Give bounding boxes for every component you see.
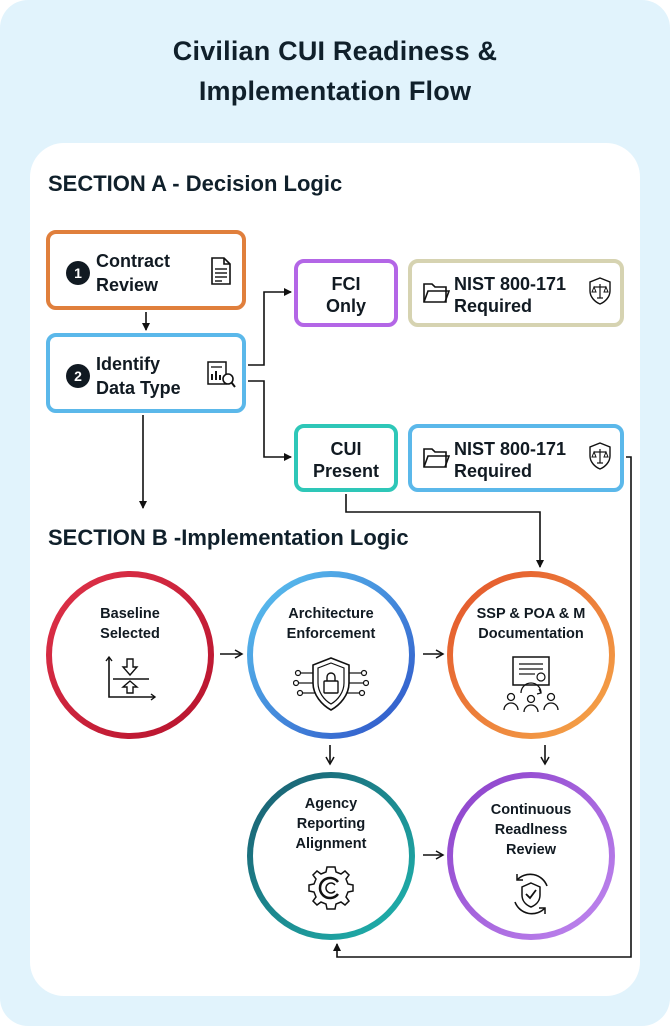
contract-review-label-1: Contract <box>96 251 171 271</box>
gear-c-icon <box>308 866 354 910</box>
cycle-shield-check-icon <box>514 873 548 915</box>
nist-top-label-1: NIST 800-171 <box>454 274 567 294</box>
ssp-label-1: SSP & POA & M <box>476 606 586 622</box>
continuous-readiness-review-node: Continuous Readlness Review <box>447 772 615 940</box>
shield-lock-circuit-icon <box>293 657 369 711</box>
arrow-identify-to-fci <box>248 288 292 366</box>
architecture-label-2: Enforcement <box>286 626 376 642</box>
cui-present-box: CUI Present <box>294 424 398 492</box>
agency-reporting-alignment-node: Agency Reporting Alignment <box>247 772 415 940</box>
step-number-2: 2 <box>66 364 90 388</box>
arrow-nist-to-agency <box>333 456 632 958</box>
baseline-label-1: Baseline <box>100 606 160 622</box>
contract-review-box: 1 Contract Review <box>46 230 246 310</box>
agency-label-2: Reporting <box>296 816 366 832</box>
identify-data-type-box: 2 Identify Data Type <box>46 333 246 413</box>
baseline-arrows-chart-icon <box>105 655 157 701</box>
folder-icon <box>423 283 450 303</box>
cui-present-label-2: Present <box>312 461 380 481</box>
nist-top-label-2: Required <box>454 296 533 316</box>
continuous-label-1: Continuous <box>490 802 572 818</box>
title-line-1: Civilian CUI Readiness & <box>172 36 498 66</box>
nist-bottom-label-1: NIST 800-171 <box>454 439 567 459</box>
continuous-label-2: Readlness <box>494 822 568 838</box>
scales-of-justice-icon <box>589 442 611 470</box>
nist-required-top-box: NIST 800-171 Required <box>408 259 624 327</box>
section-b-heading: SECTION B -Implementation Logic <box>48 525 409 550</box>
section-a-heading: SECTION A - Decision Logic <box>48 171 343 196</box>
fci-only-label-2: Only <box>325 296 366 316</box>
title-line-2: Implementation Flow <box>198 76 472 106</box>
contract-review-label-2: Review <box>96 275 159 295</box>
architecture-label-1: Architecture <box>288 606 374 622</box>
fci-only-label-1: FCI <box>331 274 361 294</box>
arrow-cui-to-ssp <box>345 494 544 568</box>
nist-required-bottom-box: NIST 800-171 Required <box>408 424 624 492</box>
continuous-label-3: Review <box>506 842 556 858</box>
ssp-label-2: Documentation <box>478 626 584 642</box>
certificate-team-icon <box>503 656 559 713</box>
identify-data-type-label-1: Identify <box>96 354 161 374</box>
identify-data-type-label-2: Data Type <box>96 378 181 398</box>
baseline-label-2: Selected <box>100 626 160 642</box>
data-report-search-icon <box>207 361 236 388</box>
agency-label-1: Agency <box>304 796 358 812</box>
folder-icon <box>423 448 450 468</box>
scales-of-justice-icon <box>589 277 611 305</box>
step-number-1: 1 <box>66 261 90 285</box>
ssp-poam-documentation-node: SSP & POA & M Documentation <box>447 571 615 739</box>
document-icon <box>211 257 231 285</box>
cui-present-label-1: CUI <box>330 439 362 459</box>
baseline-selected-node: Baseline Selected <box>46 571 214 739</box>
fci-only-box: FCI Only <box>294 259 398 327</box>
agency-label-3: Alignment <box>295 836 367 852</box>
architecture-enforcement-node: Architecture Enforcement <box>247 571 415 739</box>
nist-bottom-label-2: Required <box>454 461 533 481</box>
arrow-identify-to-cui <box>248 380 292 461</box>
